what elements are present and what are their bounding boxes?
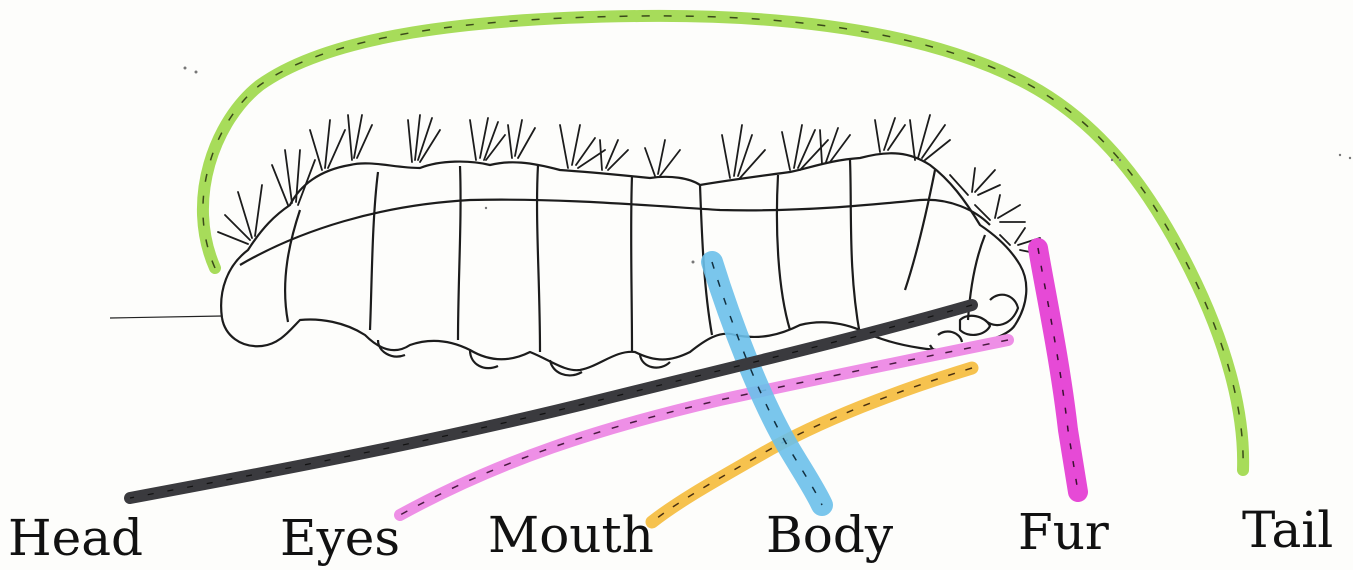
- label-fur: Fur: [1018, 507, 1109, 557]
- caterpillar-body: [221, 153, 1026, 375]
- label-eyes: Eyes: [280, 513, 400, 563]
- label-body: Body: [766, 510, 893, 560]
- head-pointer-line: [110, 316, 222, 318]
- label-head: Head: [8, 513, 143, 563]
- label-tail: Tail: [1242, 505, 1333, 555]
- label-mouth: Mouth: [488, 510, 654, 560]
- head-annotation-line: [130, 305, 972, 498]
